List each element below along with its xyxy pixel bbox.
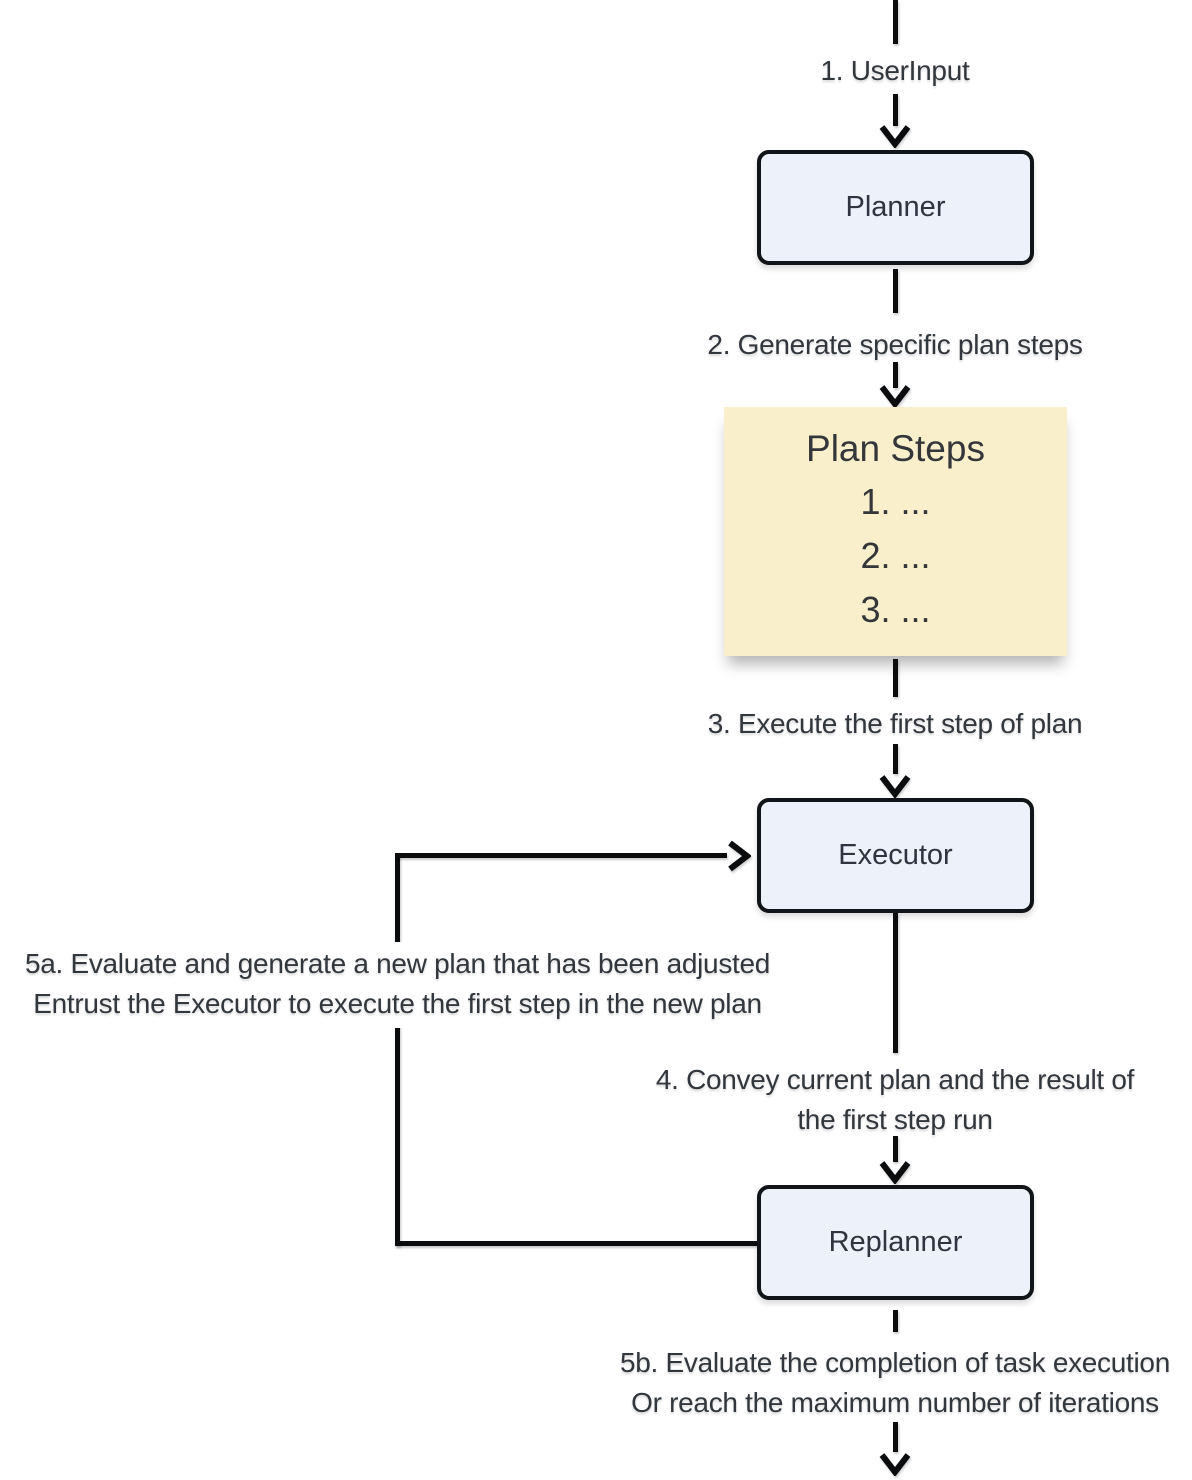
- edge-execute-line: [893, 659, 898, 697]
- down-arrowhead-icon: [878, 384, 912, 409]
- right-arrowhead-icon: [727, 839, 752, 873]
- edge-finish-arrow-shaft: [893, 1422, 898, 1452]
- plan-steps-title: Plan Steps: [806, 428, 985, 469]
- plan-step-item: 3. ...: [860, 589, 931, 630]
- edge-label-execute: 3. Execute the first step of plan: [707, 708, 1083, 739]
- loop-vertical-line: [395, 853, 400, 1246]
- down-arrowhead-icon: [878, 1452, 912, 1477]
- plan-steps-note: Plan Steps 1. ... 2. ... 3. ...: [724, 407, 1067, 656]
- edge-finish-line: [893, 1310, 898, 1332]
- edge-label-replan: 5a. Evaluate and generate a new plan tha…: [0, 942, 795, 1028]
- edge-label-finish: 5b. Evaluate the completion of task exec…: [595, 1343, 1192, 1423]
- plan-step-item: 1. ...: [860, 481, 931, 522]
- edge-label-user-input: 1. UserInput: [820, 55, 970, 86]
- edge-label-finish-line2: Or reach the maximum number of iteration…: [631, 1387, 1159, 1418]
- edge-label-replan-line1: 5a. Evaluate and generate a new plan tha…: [24, 948, 771, 979]
- down-arrowhead-icon: [878, 774, 912, 799]
- down-arrowhead-icon: [878, 1160, 912, 1185]
- edge-label-convey-line1: 4. Convey current plan and the result of: [655, 1064, 1135, 1095]
- executor-node: Executor: [757, 798, 1034, 913]
- edge-generate-arrow-shaft: [893, 362, 898, 388]
- edge-label-finish-line1: 5b. Evaluate the completion of task exec…: [620, 1347, 1170, 1378]
- loop-top-line: [395, 853, 727, 858]
- edge-label-convey: 4. Convey current plan and the result of…: [595, 1060, 1192, 1140]
- edge-start-line: [893, 0, 898, 44]
- edge-convey-line: [893, 913, 898, 1053]
- edge-convey-arrow-shaft: [893, 1136, 898, 1162]
- plan-step-item: 2. ...: [860, 535, 931, 576]
- loop-bottom-line: [395, 1241, 757, 1246]
- edge-generate-line: [893, 269, 898, 313]
- executor-node-label: Executor: [838, 839, 953, 871]
- down-arrowhead-icon: [878, 124, 912, 149]
- edge-label-convey-line2: the first step run: [797, 1104, 993, 1135]
- edge-execute-arrow-shaft: [893, 744, 898, 774]
- edge-label-generate: 2. Generate specific plan steps: [707, 329, 1083, 360]
- planner-node: Planner: [757, 150, 1034, 265]
- edge-start-arrow-shaft: [893, 94, 898, 126]
- replanner-node-label: Replanner: [828, 1226, 963, 1258]
- edge-label-replan-line2: Entrust the Executor to execute the firs…: [33, 988, 762, 1019]
- replanner-node: Replanner: [757, 1185, 1034, 1300]
- planner-node-label: Planner: [845, 191, 946, 223]
